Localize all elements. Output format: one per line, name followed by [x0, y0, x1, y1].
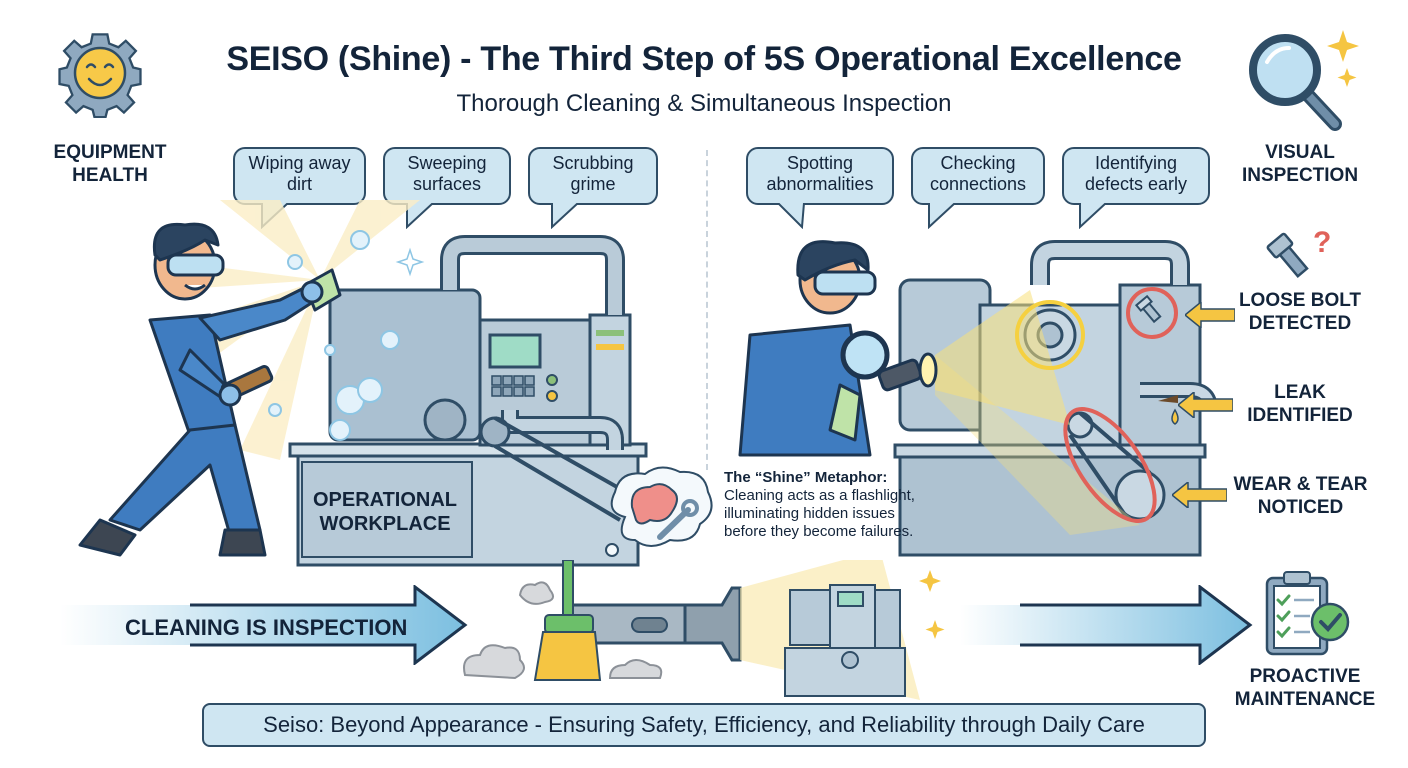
arrow-left-icon — [1178, 392, 1233, 418]
bubble-text: defects early — [1084, 174, 1188, 194]
bubble-text: Checking — [940, 153, 1016, 173]
label-line: INSPECTION — [1241, 165, 1359, 186]
magnifying-glass-icon — [1243, 28, 1373, 138]
bubble-wiping: Wiping away dirt — [233, 147, 366, 229]
arrow-left-icon — [1172, 482, 1227, 508]
clipboard-check-icon — [1262, 566, 1357, 656]
cleaning-scene — [40, 200, 680, 580]
page-title: SEISO (Shine) - The Third Step of 5S Ope… — [226, 40, 1182, 78]
broom-flashlight-icon — [450, 560, 950, 700]
arrow-left-icon — [1185, 302, 1235, 328]
callout-wear-tear: WEAR & TEAR NOTICED — [1228, 473, 1373, 519]
bubble-checking: Checking connections — [911, 147, 1045, 229]
visual-inspection-label: VISUAL INSPECTION — [1230, 141, 1370, 187]
bubble-spotting: Spotting abnormalities — [746, 147, 894, 229]
callout-loose-bolt: LOOSE BOLT DETECTED — [1235, 289, 1365, 335]
callout-line: IDENTIFIED — [1247, 405, 1353, 426]
svg-text:?: ? — [1313, 226, 1331, 259]
label-line: HEALTH — [72, 165, 148, 186]
bolt-question-icon: ? — [1265, 222, 1335, 282]
thought-cloud-icon — [600, 462, 720, 562]
flow-arrow-left — [40, 585, 470, 665]
bubble-sweeping: Sweeping surfaces — [383, 147, 511, 229]
label-line: PROACTIVE — [1249, 666, 1361, 687]
machine-plate-label: OPERATIONAL WORKPLACE — [305, 488, 465, 536]
label-line: MAINTENANCE — [1234, 689, 1376, 710]
metaphor-line: before they become failures. — [724, 523, 914, 540]
bubble-identifying: Identifying defects early — [1062, 147, 1210, 229]
inspection-scene — [720, 225, 1230, 565]
bubble-scrubbing: Scrubbing grime — [528, 147, 658, 229]
proactive-maintenance-label: PROACTIVE MAINTENANCE — [1225, 665, 1385, 711]
callout-line: DETECTED — [1248, 313, 1352, 334]
callout-line: LOOSE BOLT — [1238, 290, 1362, 311]
callout-line: WEAR & TEAR — [1233, 474, 1368, 495]
footer-banner: Seiso: Beyond Appearance - Ensuring Safe… — [202, 703, 1206, 747]
bubble-text: Identifying — [1094, 153, 1178, 173]
metaphor-line: Cleaning acts as a flashlight, — [724, 487, 915, 504]
flow-arrow-label: CLEANING IS INSPECTION — [125, 615, 408, 640]
metaphor-heading: The “Shine” Metaphor: — [724, 469, 888, 486]
section-divider — [706, 150, 709, 470]
callout-line: LEAK — [1274, 382, 1326, 403]
bubble-text: dirt — [286, 174, 312, 194]
bubble-text: Sweeping — [407, 153, 487, 173]
bubble-text: connections — [929, 174, 1027, 194]
bubble-tail — [406, 203, 434, 229]
bubble-tail — [777, 203, 805, 229]
label-line: VISUAL — [1265, 142, 1335, 163]
label-line: EQUIPMENT — [53, 142, 167, 163]
bubble-tail — [1079, 203, 1107, 229]
metaphor-text: The “Shine” Metaphor: Cleaning acts as a… — [724, 469, 964, 541]
callout-leak: LEAK IDENTIFIED — [1240, 381, 1360, 427]
bubble-text: abnormalities — [766, 174, 874, 194]
smiling-gear-icon — [55, 28, 145, 118]
bubble-tail — [928, 203, 956, 229]
plate-line: OPERATIONAL — [312, 489, 458, 511]
equipment-health-label: EQUIPMENT HEALTH — [40, 141, 180, 187]
page-subtitle: Thorough Cleaning & Simultaneous Inspect… — [456, 90, 952, 117]
bubble-text: surfaces — [412, 174, 482, 194]
metaphor-line: illuminating hidden issues — [724, 505, 895, 522]
bubble-text: Spotting — [786, 153, 854, 173]
flow-arrow-right — [960, 585, 1255, 665]
bubble-tail — [551, 203, 579, 229]
bubble-text: Wiping away — [248, 153, 351, 173]
bubble-text: Scrubbing — [552, 153, 634, 173]
plate-line: WORKPLACE — [319, 513, 451, 535]
bubble-text: grime — [570, 174, 616, 194]
callout-line: NOTICED — [1257, 497, 1344, 518]
